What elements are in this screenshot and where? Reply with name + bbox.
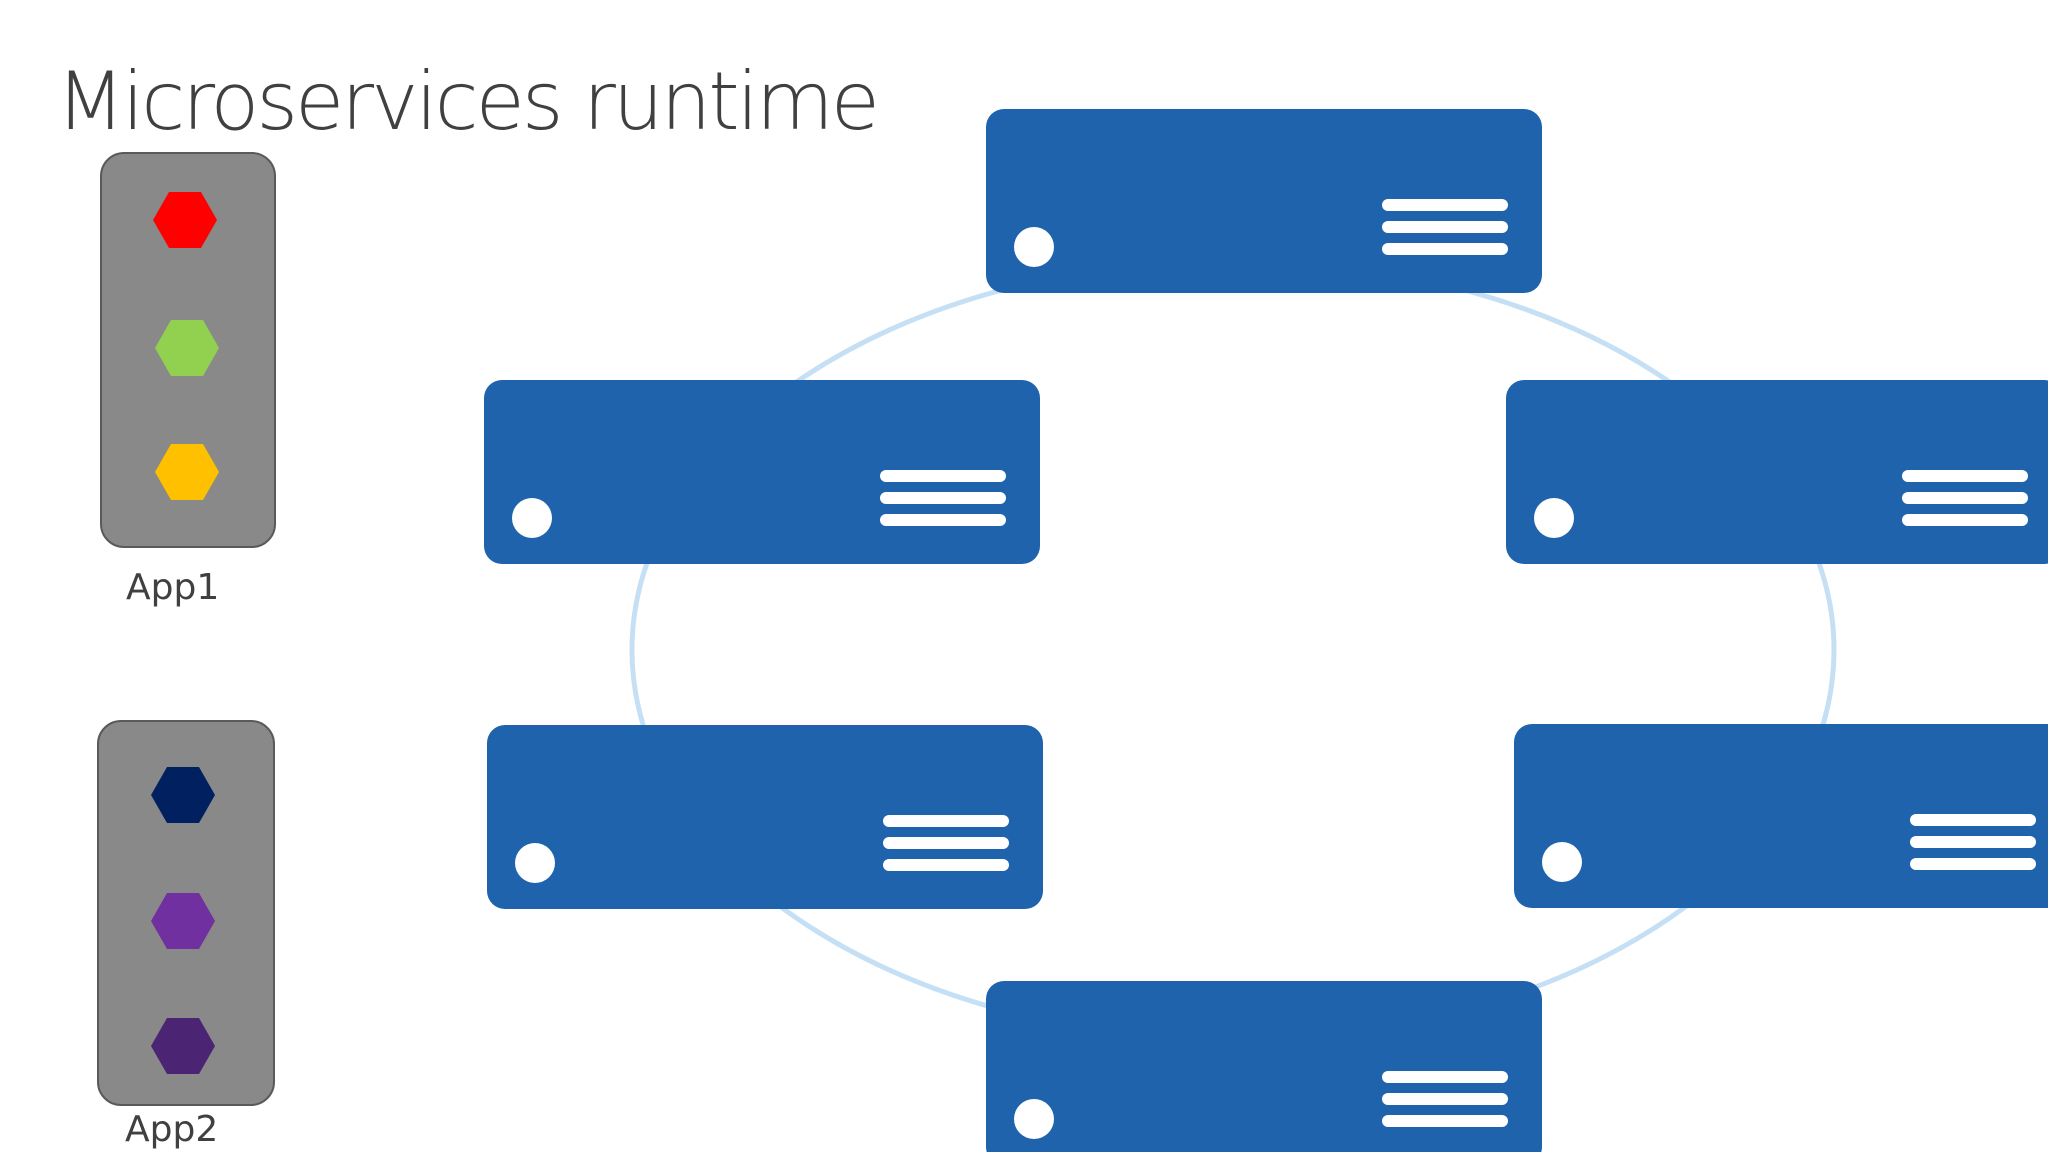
cluster-node-lower-right: [1514, 724, 2048, 908]
menu-lines-icon: [1382, 199, 1508, 265]
status-dot-icon: [1542, 842, 1582, 882]
cluster-node-upper-right: [1506, 380, 2048, 564]
cluster-node-lower-left: [487, 725, 1043, 909]
cluster-node-upper-left: [484, 380, 1040, 564]
status-dot-icon: [515, 843, 555, 883]
app2-label: App2: [125, 1109, 219, 1150]
service-hexagon-icon: [151, 1018, 215, 1074]
status-dot-icon: [1534, 498, 1574, 538]
status-dot-icon: [1014, 1099, 1054, 1139]
menu-lines-icon: [1902, 470, 2028, 536]
menu-lines-icon: [1910, 814, 2036, 880]
menu-lines-icon: [1382, 1071, 1508, 1137]
service-hexagon-icon: [155, 320, 219, 376]
cluster-node-bottom: [986, 981, 1542, 1152]
cluster-node-top: [986, 109, 1542, 293]
status-dot-icon: [512, 498, 552, 538]
slide-title: Microservices runtime: [56, 55, 880, 148]
menu-lines-icon: [880, 470, 1006, 536]
app1-label: App1: [126, 567, 220, 608]
status-dot-icon: [1014, 227, 1054, 267]
service-hexagon-icon: [153, 192, 217, 248]
ring-ellipse: [629, 257, 1837, 1043]
service-hexagon-icon: [155, 444, 219, 500]
menu-lines-icon: [883, 815, 1009, 881]
